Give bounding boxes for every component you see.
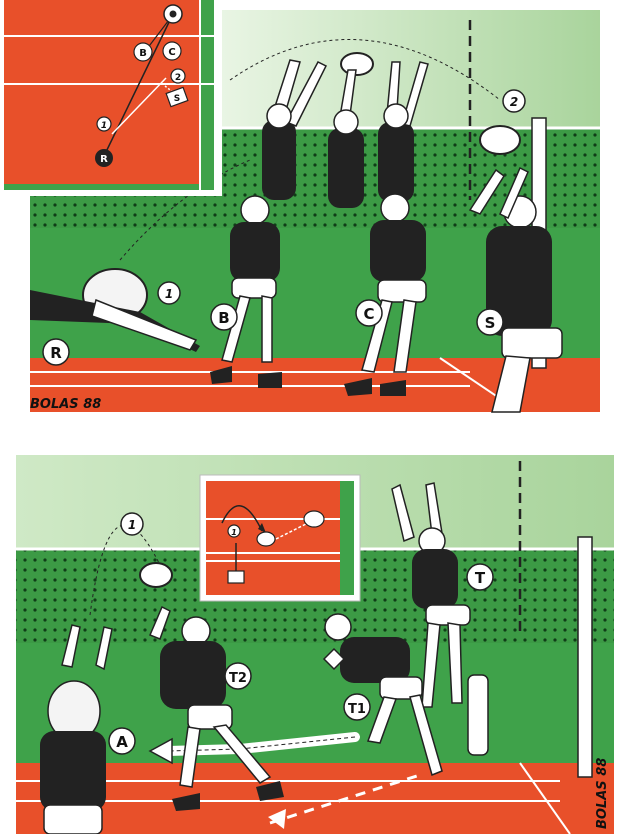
svg-text:1: 1	[128, 518, 136, 532]
label-circle-a: A	[108, 727, 136, 755]
svg-text:S: S	[174, 94, 180, 104]
svg-text:A: A	[116, 733, 128, 751]
label-circle-t: T	[466, 563, 494, 591]
label-circle-s: S	[476, 308, 504, 336]
player-b	[210, 195, 282, 388]
ball-top	[340, 52, 374, 76]
svg-text:T2: T2	[229, 671, 247, 686]
blocker-left	[262, 59, 328, 200]
svg-text:R: R	[50, 344, 62, 362]
ball	[139, 562, 173, 588]
svg-text:C: C	[363, 305, 374, 323]
blocker-right	[378, 61, 429, 202]
svg-text:1: 1	[101, 121, 107, 131]
svg-text:1: 1	[231, 528, 237, 537]
player-r	[30, 290, 200, 352]
svg-text:T1: T1	[348, 702, 366, 717]
signature: BOLAS 88	[595, 758, 610, 829]
label-circle-1: 1	[120, 512, 144, 536]
svg-text:2: 2	[175, 73, 181, 83]
label-circle-t2: T2	[224, 662, 252, 690]
arrow-head	[148, 737, 173, 765]
signature: BOLAS 88	[30, 397, 101, 412]
net-post	[577, 536, 593, 778]
svg-text:B: B	[218, 309, 229, 327]
player-t2	[149, 605, 284, 811]
label-circle-t1: T1	[343, 693, 371, 721]
svg-text:1: 1	[165, 287, 173, 301]
svg-text:C: C	[168, 47, 175, 58]
label-circle-c: C	[355, 299, 383, 327]
player-s	[468, 166, 563, 413]
ball-setter	[479, 125, 521, 155]
label-circle-2: 2	[502, 89, 526, 113]
top-scene: 1 2 B C S R BOLAS 88	[0, 0, 600, 413]
inset-diagram-bottom: 1	[199, 474, 361, 602]
label-circle-r: R	[42, 338, 70, 366]
svg-text:2: 2	[510, 95, 518, 109]
svg-text:T: T	[475, 569, 486, 587]
player-a	[40, 624, 113, 834]
label-circle-1: 1	[157, 281, 181, 305]
inset-diagram-top: B C 2 S 1 R	[0, 0, 222, 196]
svg-text:R: R	[100, 154, 108, 165]
label-circle-b: B	[210, 303, 238, 331]
bottom-scene: 1 T T2 T1 A BOLAS 88	[16, 455, 614, 834]
svg-text:B: B	[139, 48, 147, 59]
bottom-illustration-panel: 1 T T2 T1 A BOLAS 88	[0, 445, 620, 834]
top-illustration-panel: 1 2 B C S R BOLAS 88	[0, 0, 620, 415]
player-t	[391, 482, 471, 708]
svg-text:S: S	[485, 314, 496, 332]
player-t1	[322, 613, 443, 777]
blocker-middle	[328, 69, 364, 208]
player-c	[344, 193, 427, 396]
